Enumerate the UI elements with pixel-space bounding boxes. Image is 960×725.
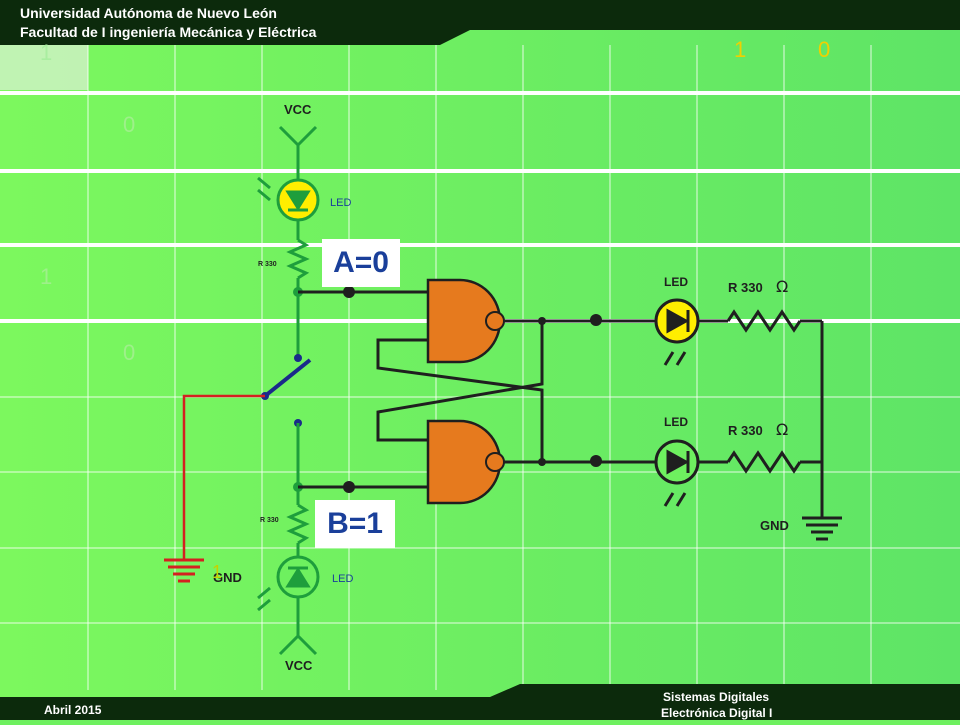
ghost-digit-bottom: 1 — [212, 562, 223, 582]
label-r330-output-top: R 330 — [728, 280, 763, 295]
resistor-output-top — [726, 309, 802, 333]
led-output-top-rays-icon — [663, 351, 687, 366]
footer-bar — [0, 684, 960, 720]
led-output-bottom-diode-icon — [666, 449, 690, 475]
label-led-output-top: LED — [664, 275, 688, 289]
label-ohm-top: Ω — [776, 277, 788, 296]
ghost-digit-left-0-upper: 0 — [123, 112, 136, 137]
header-faculty: Facultad de I ingeniería Mecánica y Eléc… — [20, 24, 317, 40]
resistor-top-left — [286, 238, 310, 280]
label-led-bottom-left: LED — [332, 573, 353, 585]
header-university: Universidad Autónoma de Nuevo León — [20, 5, 277, 21]
label-gnd-left: GND — [213, 570, 242, 585]
vcc-bottom-symbol — [278, 597, 318, 656]
label-gnd-right: GND — [760, 518, 789, 533]
switch-lever — [263, 358, 312, 398]
led-bottom-left-rays-icon — [257, 586, 271, 612]
gnd-right-icon — [802, 516, 842, 541]
highlight-cell — [0, 45, 88, 90]
red-wire — [182, 394, 265, 560]
resistor-output-bottom — [726, 450, 802, 474]
node-input-b — [343, 481, 355, 493]
wire-feedback-2 — [376, 322, 544, 442]
led-output-top-diode-icon — [666, 308, 690, 334]
led-output-bottom-rays-icon — [663, 492, 687, 507]
grid — [0, 45, 960, 690]
node-output-top — [590, 314, 602, 326]
footer-course-line1: Sistemas Digitales — [663, 690, 770, 704]
ghost-digit-top-right-1: 1 — [734, 37, 747, 62]
label-vcc-bottom: VCC — [285, 658, 313, 673]
label-led-output-bottom: LED — [664, 415, 688, 429]
nand-gate-bottom-bubble — [485, 452, 505, 472]
header-bar — [0, 0, 960, 45]
gnd-left-icon — [164, 558, 204, 583]
switch-contact-top — [294, 354, 302, 362]
label-r330-bottom-left: R 330 — [260, 517, 279, 524]
label-ohm-bottom: Ω — [776, 420, 788, 439]
ghost-digit-top-left: 1 — [40, 40, 53, 65]
footer-date: Abril 2015 — [44, 703, 102, 717]
label-r330-top-left: R 330 — [258, 261, 277, 268]
label-vcc-top: VCC — [284, 102, 312, 117]
wire-feedback-1 — [376, 338, 544, 462]
label-r330-output-bottom: R 330 — [728, 423, 763, 438]
ghost-digit-left-1: 1 — [40, 264, 53, 289]
vcc-top-symbol — [278, 125, 318, 180]
led-top-left-rays-icon — [257, 176, 271, 202]
footer-course-line2: Electrónica Digital I — [661, 706, 773, 720]
nand-gate-top-bubble — [485, 311, 505, 331]
input-b-label: B=1 — [315, 500, 395, 548]
led-top-left-diode-icon — [285, 190, 311, 212]
node-output-bottom — [590, 455, 602, 467]
node-input-a — [343, 286, 355, 298]
ghost-digit-top-right-0: 0 — [818, 37, 831, 62]
input-a-label: A=0 — [322, 239, 400, 287]
ghost-digit-left-0-lower: 0 — [123, 340, 136, 365]
label-led-top-left: LED — [330, 197, 351, 209]
led-bottom-left-diode-icon — [285, 566, 311, 588]
resistor-bottom-left — [286, 503, 310, 545]
